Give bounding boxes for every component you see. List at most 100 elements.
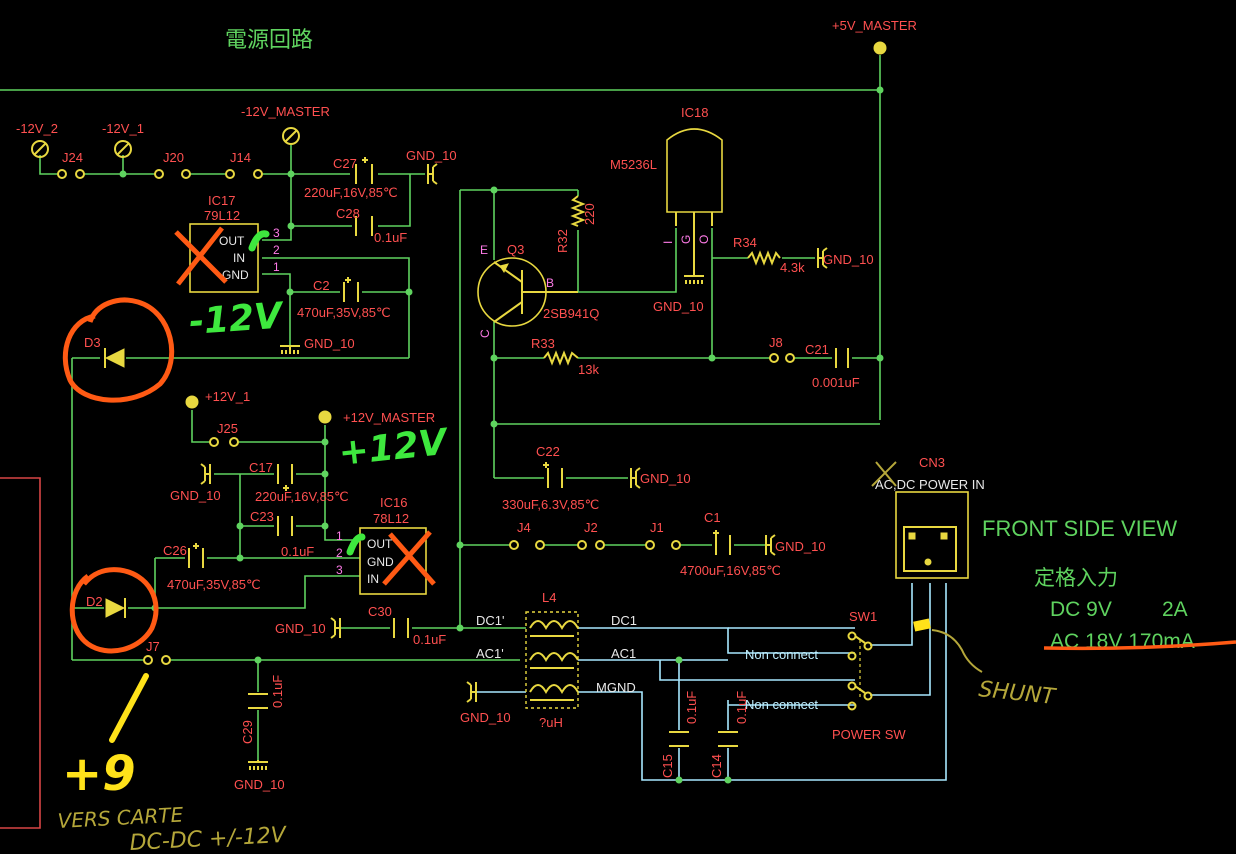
annot-shunt: SHUNT (977, 677, 1057, 710)
c26-value: 470uF,35V,85℃ (167, 577, 261, 592)
r33-ref: R33 (531, 336, 555, 351)
capacitor-c29: C29 0.1uF (240, 675, 285, 744)
l4-dc1p: DC1' (476, 613, 505, 628)
power-flag-p12v-master: +12V_MASTER (318, 410, 435, 425)
connector-cn3: CN3 AC,DC POWER IN (875, 455, 985, 579)
circle-d3 (62, 297, 175, 403)
gnd-c17: GND_10 (170, 463, 221, 503)
gnd-c30: GND_10 (275, 617, 341, 639)
ic18-regulator: IC18 M5236L I G O (610, 105, 723, 272)
q3-pin-b: B (546, 276, 554, 290)
c1-ref: C1 (704, 510, 721, 525)
label-j1: J1 (650, 520, 664, 535)
switch-sw1: SW1 Non connect Non connect POWER SW (745, 609, 906, 742)
capacitor-c21: C21 0.001uF (805, 342, 860, 390)
label-m12v-1: -12V_1 (102, 121, 144, 136)
jumper-j7: J7 (143, 639, 171, 665)
gnd-c2: GND_10 (280, 336, 355, 354)
label-j24: J24 (62, 150, 83, 165)
inductor-l4: L4 ?uH DC1' AC1' DC1 AC1 MGND (476, 590, 637, 730)
cross-cn3 (871, 461, 897, 487)
power-flag-m12v-1: -12V_1 (102, 121, 144, 158)
l4-value: ?uH (539, 715, 563, 730)
sw1-nc2: Non connect (745, 697, 818, 712)
ic16-pin-gnd: GND (367, 555, 394, 569)
ic16-pin1: 1 (336, 529, 343, 543)
c23-ref: C23 (250, 509, 274, 524)
label-p12v-master: +12V_MASTER (343, 410, 435, 425)
ic17-pin-gnd: GND (222, 268, 249, 282)
l4-dc1: DC1 (611, 613, 637, 628)
jumper-j20: J20 (154, 150, 191, 179)
r33-value: 13k (578, 362, 599, 377)
l4-ref: L4 (542, 590, 556, 605)
r32-value: 220 (582, 203, 597, 225)
c21-value: 0.001uF (812, 375, 860, 390)
c22-value: 330uF,6.3V,85℃ (502, 497, 599, 512)
junctions (119, 86, 884, 784)
label-5v-master: +5V_MASTER (832, 18, 917, 33)
ic16-pin-in: IN (367, 572, 379, 586)
arrow-shunt (931, 629, 983, 673)
jumper-j1: J1 (645, 520, 681, 550)
label-gnd: GND_10 (170, 488, 221, 503)
c29-value: 0.1uF (270, 675, 285, 708)
ic16-ref: IC16 (380, 495, 407, 510)
label-gnd: GND_10 (460, 710, 511, 725)
strike-ac-line (1043, 640, 1236, 651)
ic17-part: 79L12 (204, 208, 240, 223)
capacitor-c14: C14 0.1uF (709, 691, 749, 778)
gnd-l4: GND_10 (460, 681, 511, 725)
label-j25: J25 (217, 421, 238, 436)
cross-ic17 (174, 226, 228, 286)
c15-value: 0.1uF (684, 691, 699, 724)
c1-value: 4700uF,16V,85℃ (680, 563, 781, 578)
jumper-j8: J8 (769, 335, 795, 363)
power-flag-p12v-1: +12V_1 (185, 389, 250, 409)
c27-ref: C27 (333, 156, 357, 171)
c30-ref: C30 (368, 604, 392, 619)
diode-d3: D3 (84, 335, 125, 368)
label-j2: J2 (584, 520, 598, 535)
capacitor-c2: C2 470uF,35V,85℃ (297, 277, 391, 320)
label-gnd: GND_10 (406, 148, 457, 163)
ic17-regulator: IC17 79L12 OUT IN GND 3 2 1 (189, 193, 280, 293)
capacitor-c30: C30 0.1uF (368, 604, 446, 647)
capacitor-c28: C28 0.1uF (336, 206, 407, 245)
ic17-pin2: 2 (273, 243, 280, 257)
c17-ref: C17 (249, 460, 273, 475)
c28-value: 0.1uF (374, 230, 407, 245)
resistor-r32: R32 220 (555, 195, 597, 253)
capacitor-c26: C26 470uF,35V,85℃ (163, 543, 261, 592)
ic18-ref: IC18 (681, 105, 708, 120)
wires (0, 55, 881, 760)
front-side-view: FRONT SIDE VIEW (982, 516, 1177, 541)
ic17-pin1: 1 (273, 260, 280, 274)
label-j7: J7 (146, 639, 160, 654)
capacitor-c22: C22 330uF,6.3V,85℃ (502, 444, 599, 512)
ic17-pin-out: OUT (219, 234, 245, 248)
ic16-pin-out: OUT (367, 537, 393, 551)
label-gnd: GND_10 (234, 777, 285, 792)
q3-ref: Q3 (507, 242, 524, 257)
r32-ref: R32 (555, 229, 570, 253)
gnd-c27: GND_10 (406, 148, 457, 185)
power-flag-5v-master: +5V_MASTER (832, 18, 917, 55)
q3-pin-e: E (480, 243, 488, 257)
c17-value: 220uF,16V,85℃ (255, 489, 349, 504)
label-j20: J20 (163, 150, 184, 165)
capacitor-c17: C17 220uF,16V,85℃ (249, 460, 349, 504)
annot-plus12: +12V (337, 422, 452, 474)
label-gnd: GND_10 (653, 299, 704, 314)
ground-symbols: GND_10 GND_10 GND_10 GND_10 GND_10 GND_1… (170, 148, 874, 792)
label-gnd: GND_10 (275, 621, 326, 636)
sw1-name: POWER SW (832, 727, 906, 742)
capacitor-c23: C23 0.1uF (250, 509, 314, 559)
label-j4: J4 (517, 520, 531, 535)
ic18-part: M5236L (610, 157, 657, 172)
c26-ref: C26 (163, 543, 187, 558)
ic18-pin-o: O (697, 235, 711, 244)
cross-ic16 (382, 530, 436, 586)
c14-value: 0.1uF (734, 691, 749, 724)
label-gnd: GND_10 (640, 471, 691, 486)
